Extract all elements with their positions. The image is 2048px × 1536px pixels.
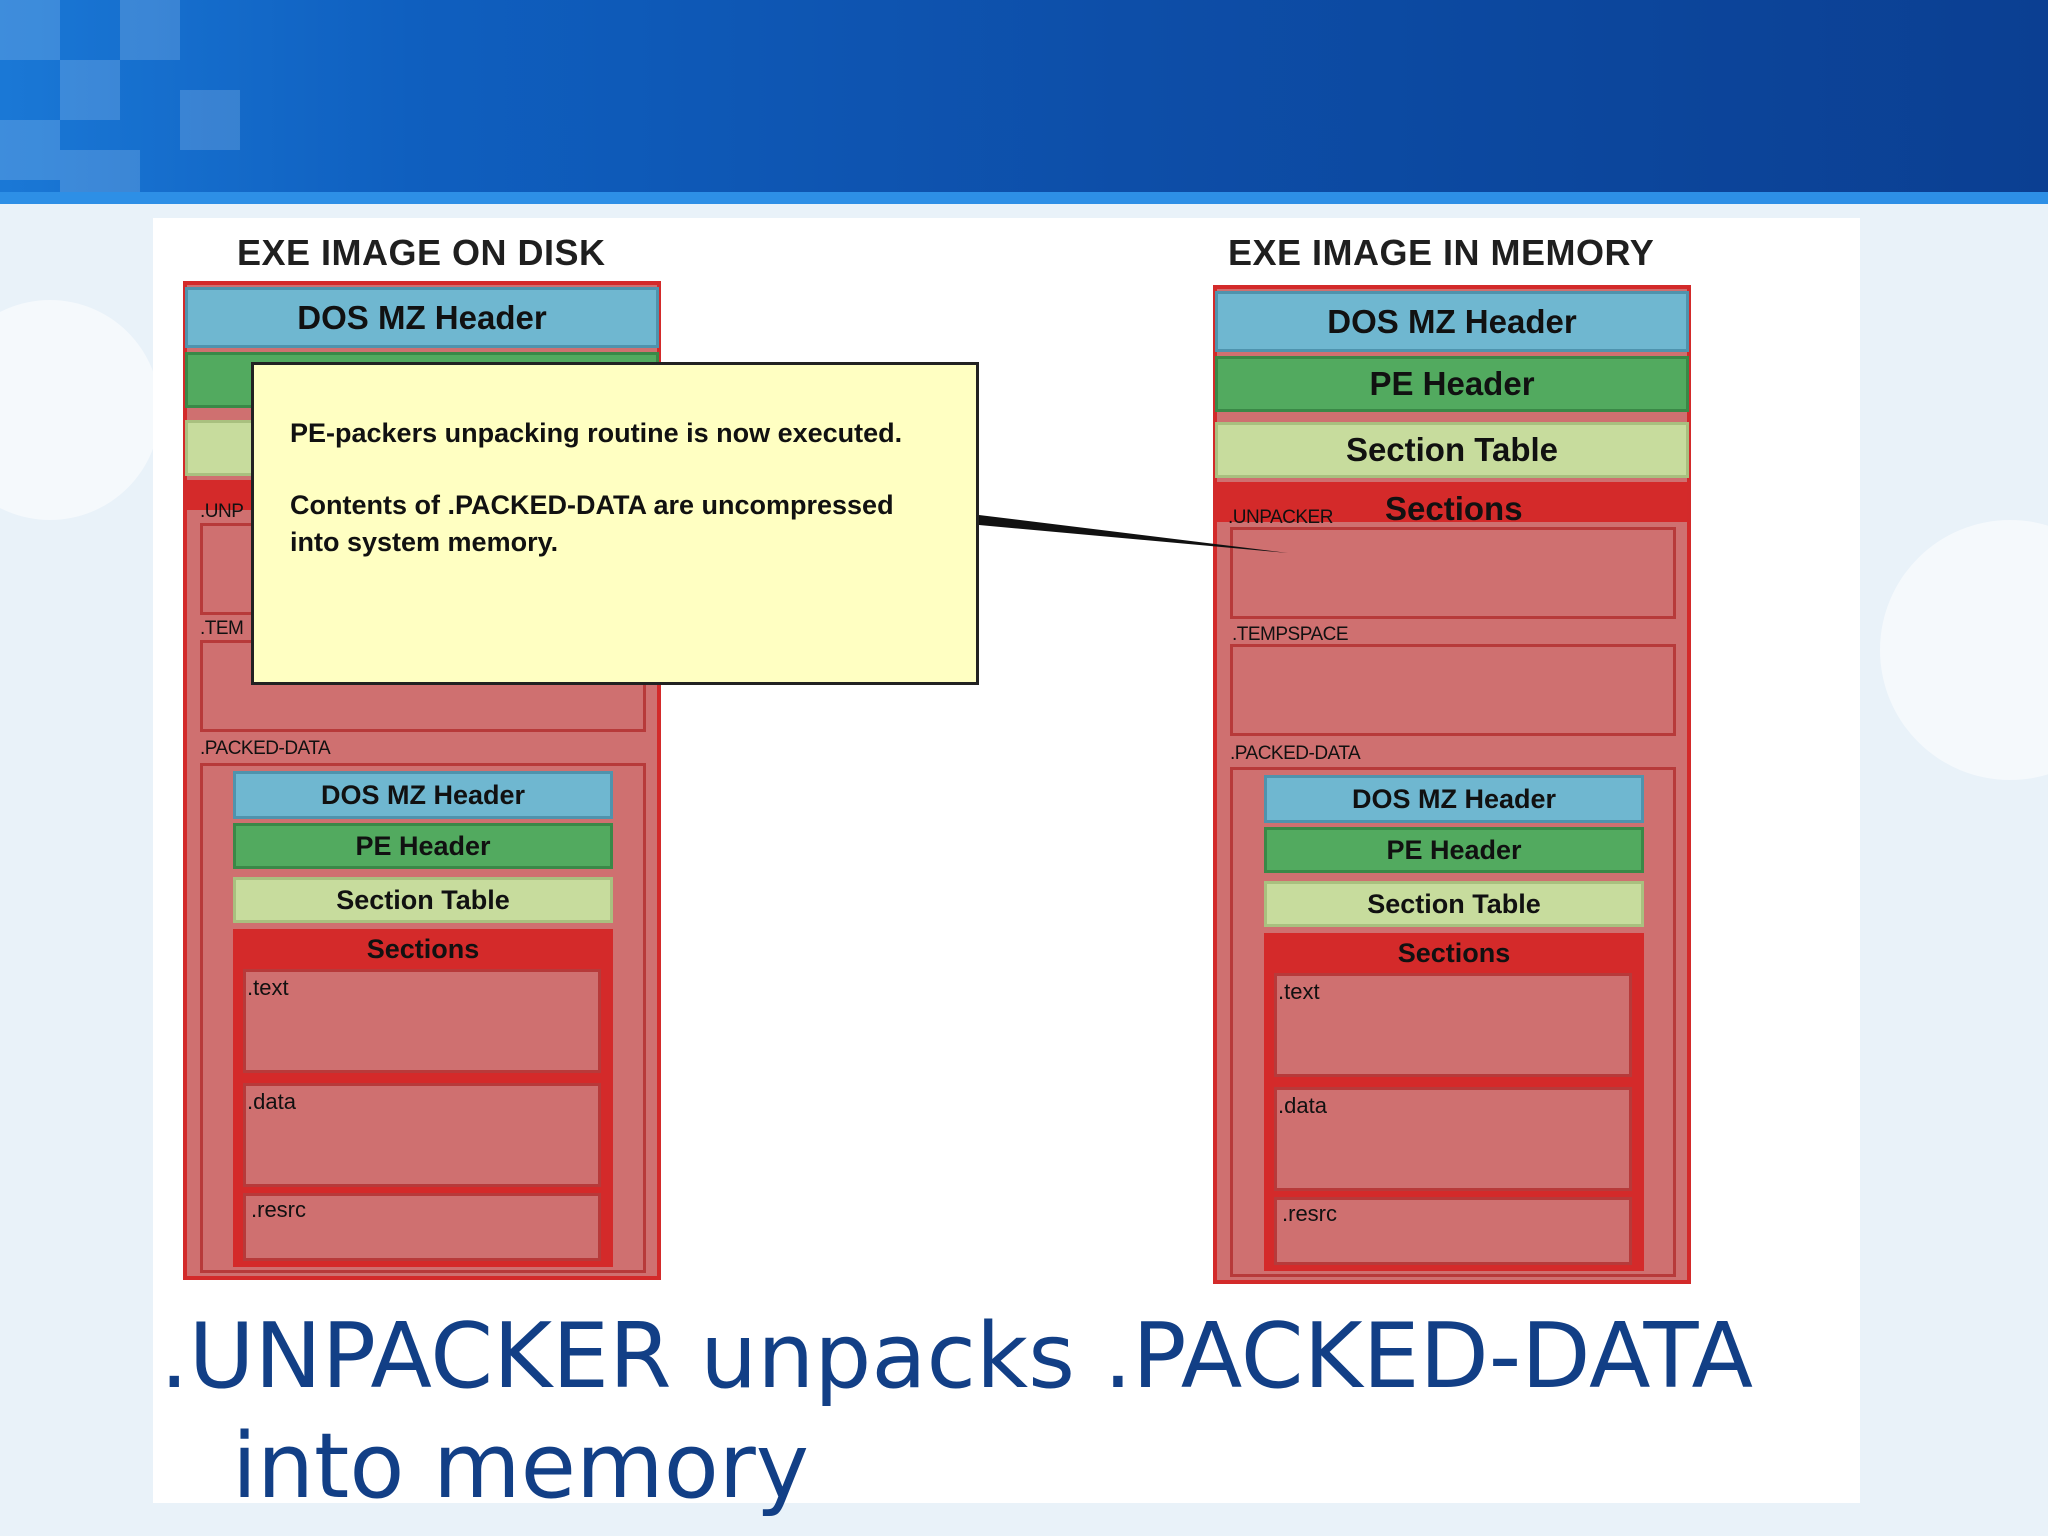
disk-packed-resrc-label: .resrc [251,1197,306,1222]
memory-packed-text-label: .text [1278,979,1320,1004]
memory-dos-header: DOS MZ Header [1215,291,1689,352]
disk-packed-section-table: Section Table [233,877,613,923]
memory-packed-section-table: Section Table [1264,881,1644,927]
disk-tempspace-label: .TEM [200,618,244,639]
disk-packed-text-section [243,969,601,1073]
disk-unpacker-label: .UNP [200,501,244,522]
memory-packed-data-label: .PACKED-DATA [1230,743,1361,764]
callout-line-2: Contents of .PACKED-DATA are uncompresse… [290,490,894,520]
memory-unpacker-section [1230,527,1676,619]
disk-packed-dos-header: DOS MZ Header [233,771,613,819]
memory-pe-header: PE Header [1215,356,1689,412]
callout-note: PE-packers unpacking routine is now exec… [251,362,979,685]
memory-column-title: EXE IMAGE IN MEMORY [1228,232,1655,273]
disk-packed-resrc-section [243,1193,601,1261]
memory-packed-data-subsection [1274,1087,1632,1191]
callout-line-3: into system memory. [290,527,559,557]
disk-column-title: EXE IMAGE ON DISK [237,232,606,273]
disk-packed-data-subsection [243,1083,601,1187]
caption-line-1: .UNPACKER unpacks .PACKED-DATA [160,1304,1754,1409]
disk-packed-text-label: .text [247,975,289,1000]
memory-unpacker-label: .UNPACKER [1228,507,1333,528]
memory-packed-resrc-label: .resrc [1282,1201,1337,1226]
memory-tempspace-label: .TEMPSPACE [1232,624,1349,645]
memory-section-table: Section Table [1215,422,1689,478]
memory-packed-sections-title: Sections [1397,938,1511,968]
caption-line-2: into memory [232,1414,810,1519]
memory-sections-band [1217,482,1687,522]
memory-packed-pe-header: PE Header [1264,827,1644,873]
slide-header-bar [0,0,2048,192]
memory-packed-dos-header: DOS MZ Header [1264,775,1644,823]
memory-packed-data-sub-label: .data [1278,1093,1327,1118]
disk-dos-header: DOS MZ Header [185,287,659,348]
disk-packed-data-sub-label: .data [247,1089,296,1114]
memory-packed-resrc-section [1274,1197,1632,1265]
slide-header-stripe [0,192,2048,204]
memory-packed-text-section [1274,973,1632,1077]
slide-caption: .UNPACKER unpacks .PACKED-DATA into memo… [160,1302,1753,1522]
callout-spacer [290,452,976,487]
disk-packed-data-label: .PACKED-DATA [200,738,331,759]
background-decoration [1880,520,2048,780]
background-decoration [0,300,160,520]
disk-packed-sections-title: Sections [366,934,480,964]
memory-sections-title: Sections [1385,490,1523,527]
callout-line-1: PE-packers unpacking routine is now exec… [290,418,903,448]
disk-packed-pe-header: PE Header [233,823,613,869]
memory-tempspace-section [1230,644,1676,736]
